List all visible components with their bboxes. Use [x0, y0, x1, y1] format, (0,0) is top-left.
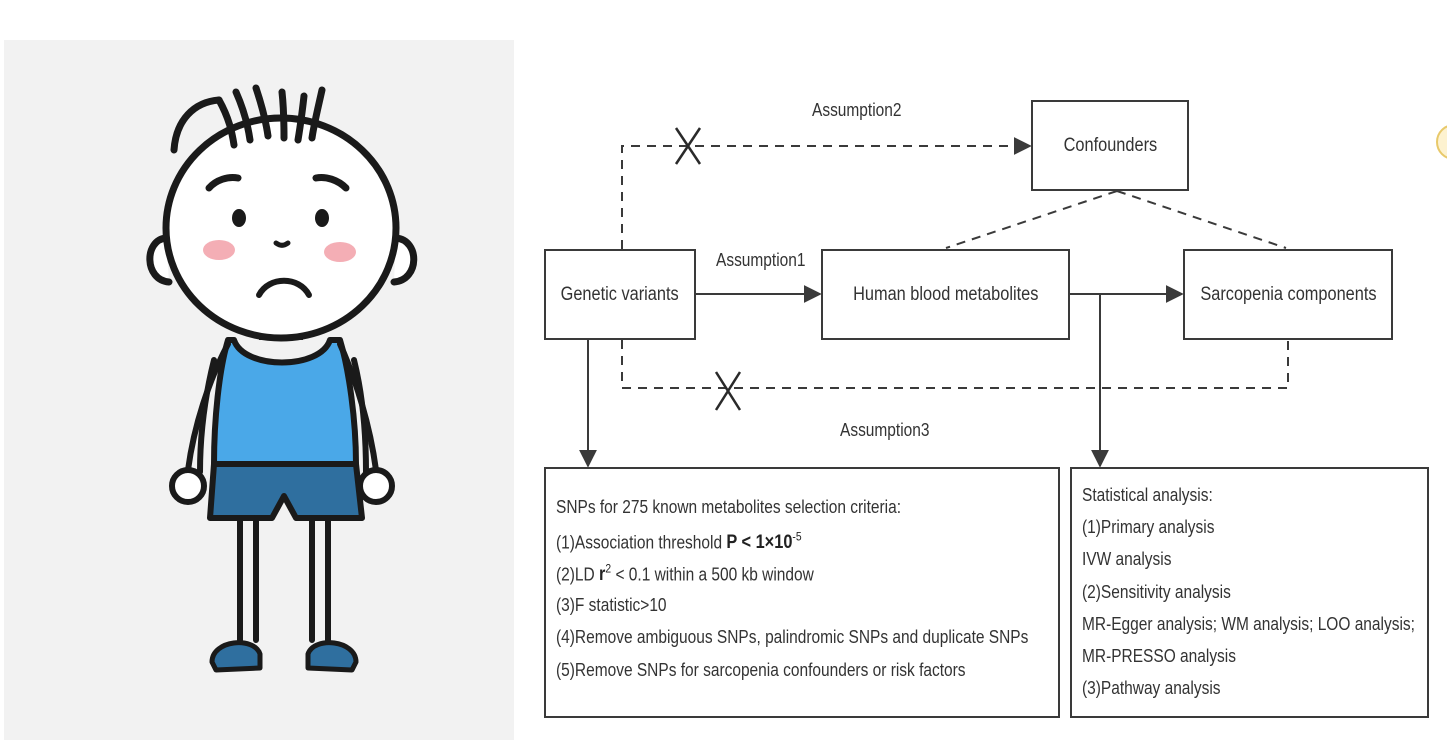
node-sarcopenia-label: Sarcopenia components: [1199, 283, 1377, 305]
node-genetic-variants: Genetic variants: [544, 249, 696, 340]
criteria-item-2: (2)LD r2 < 0.1 within a 500 kb window: [556, 562, 988, 595]
analysis-line: (3)Pathway analysis: [1082, 678, 1221, 699]
illustration-panel: [4, 40, 514, 740]
r-squared-exponent: 2: [605, 562, 612, 576]
confounder-to-metabolites: [945, 190, 1118, 249]
node-metabolites-label: Human blood metabolites: [852, 283, 1039, 305]
node-confounders-label: Confounders: [1063, 134, 1157, 156]
cross-mark-top: [674, 127, 702, 165]
analysis-line: (1)Primary analysis: [1082, 517, 1215, 538]
r-squared-base: r: [599, 564, 606, 586]
analysis-line: (2)Sensitivity analysis: [1082, 581, 1231, 602]
node-sarcopenia: Sarcopenia components: [1183, 249, 1393, 340]
node-genetic-variants-label: Genetic variants: [560, 283, 680, 305]
p-threshold-base: P < 1×10: [726, 531, 793, 553]
criteria-item-4: (4)Remove ambiguous SNPs, palindromic SN…: [556, 627, 1029, 647]
p-threshold: P < 1×10-5: [726, 529, 802, 553]
node-confounders: Confounders: [1031, 100, 1189, 191]
analysis-line: MR-Egger analysis; WM analysis; LOO anal…: [1082, 613, 1415, 634]
cross-mark-bottom: [714, 371, 742, 411]
criteria-item-1: (1)Association threshold P < 1×10-5: [556, 530, 988, 563]
node-metabolites: Human blood metabolites: [821, 249, 1070, 340]
assumption2-path: [621, 137, 1032, 249]
confounder-to-sarcopenia: [1116, 190, 1287, 249]
sad-boy-illustration: [146, 84, 418, 673]
assumption1-label: Assumption1: [716, 250, 806, 270]
criteria-item-3: (3)F statistic>10: [556, 594, 667, 615]
selection-criteria-box: SNPs for 275 known metabolites selection…: [544, 467, 1060, 718]
criteria-item-2-prefix: (2)LD: [556, 564, 600, 585]
criteria-title: SNPs for 275 known metabolites selection…: [556, 497, 902, 517]
analysis-line: IVW analysis: [1082, 549, 1172, 570]
r-squared: r2: [599, 562, 612, 586]
analysis-title: Statistical analysis:: [1082, 485, 1213, 505]
criteria-item-1-text: (1)Association threshold: [556, 531, 727, 552]
criteria-item-5: (5)Remove SNPs for sarcopenia confounder…: [556, 659, 966, 680]
assumption3-path: [621, 340, 1289, 389]
assumption3-label: Assumption3: [840, 420, 930, 440]
p-threshold-exponent: -5: [792, 529, 802, 544]
statistical-analysis-box: Statistical analysis: (1)Primary analysi…: [1070, 467, 1429, 718]
analysis-line: MR-PRESSO analysis: [1082, 645, 1236, 666]
criteria-item-2-suffix: < 0.1 within a 500 kb window: [615, 564, 814, 585]
assumption2-label: Assumption2: [812, 100, 902, 120]
